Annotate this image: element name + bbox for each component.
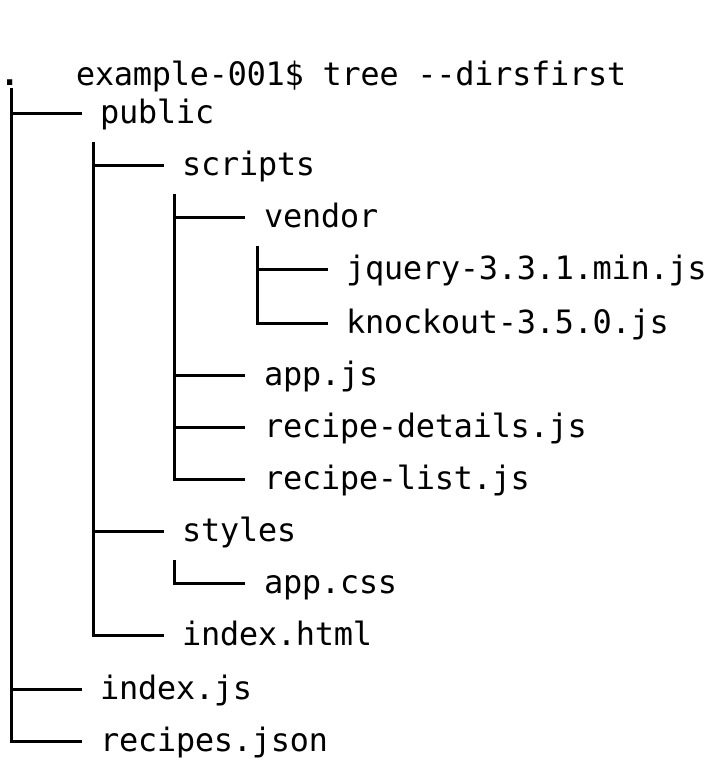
tree-guide-level1 bbox=[92, 142, 95, 636]
tree-item-scripts[interactable]: scripts bbox=[182, 145, 315, 183]
tree-guide-level2-scripts bbox=[173, 194, 176, 480]
branch-recipe-details bbox=[173, 426, 245, 429]
branch-styles bbox=[92, 530, 164, 533]
tree-item-jquery[interactable]: jquery-3.3.1.min.js bbox=[346, 249, 707, 287]
tree-item-recipes-json[interactable]: recipes.json bbox=[100, 721, 328, 759]
tree-guide-level0 bbox=[10, 88, 13, 742]
branch-public bbox=[10, 112, 82, 115]
tree-item-app-css[interactable]: app.css bbox=[264, 563, 397, 601]
branch-app-js bbox=[173, 374, 245, 377]
tree-item-index-js[interactable]: index.js bbox=[100, 669, 252, 707]
tree-item-app-js[interactable]: app.js bbox=[264, 355, 378, 393]
command-line: example-001$ tree --dirsfirst bbox=[0, 0, 626, 93]
branch-recipes-json bbox=[10, 740, 82, 743]
branch-vendor bbox=[173, 216, 245, 219]
branch-knockout bbox=[256, 322, 328, 325]
branch-scripts bbox=[92, 164, 164, 167]
branch-app-css bbox=[173, 582, 245, 585]
tree-item-index-html[interactable]: index.html bbox=[182, 615, 372, 653]
tree-guide-level3-vendor bbox=[256, 246, 259, 324]
tree-item-recipe-list[interactable]: recipe-list.js bbox=[264, 459, 530, 497]
shell-prompt: example-001$ bbox=[75, 55, 304, 93]
branch-recipe-list bbox=[173, 478, 245, 481]
tree-guide-level2-styles bbox=[173, 560, 176, 584]
branch-index-html bbox=[92, 634, 164, 637]
tree-item-recipe-details[interactable]: recipe-details.js bbox=[264, 407, 587, 445]
tree-root: . bbox=[0, 55, 19, 93]
branch-index-js bbox=[10, 688, 82, 691]
tree-item-vendor[interactable]: vendor bbox=[264, 197, 378, 235]
tree-item-styles[interactable]: styles bbox=[182, 511, 296, 549]
branch-jquery bbox=[256, 268, 328, 271]
shell-command: tree --dirsfirst bbox=[322, 55, 626, 93]
tree-item-knockout[interactable]: knockout-3.5.0.js bbox=[346, 303, 669, 341]
tree-item-public[interactable]: public bbox=[100, 93, 214, 131]
